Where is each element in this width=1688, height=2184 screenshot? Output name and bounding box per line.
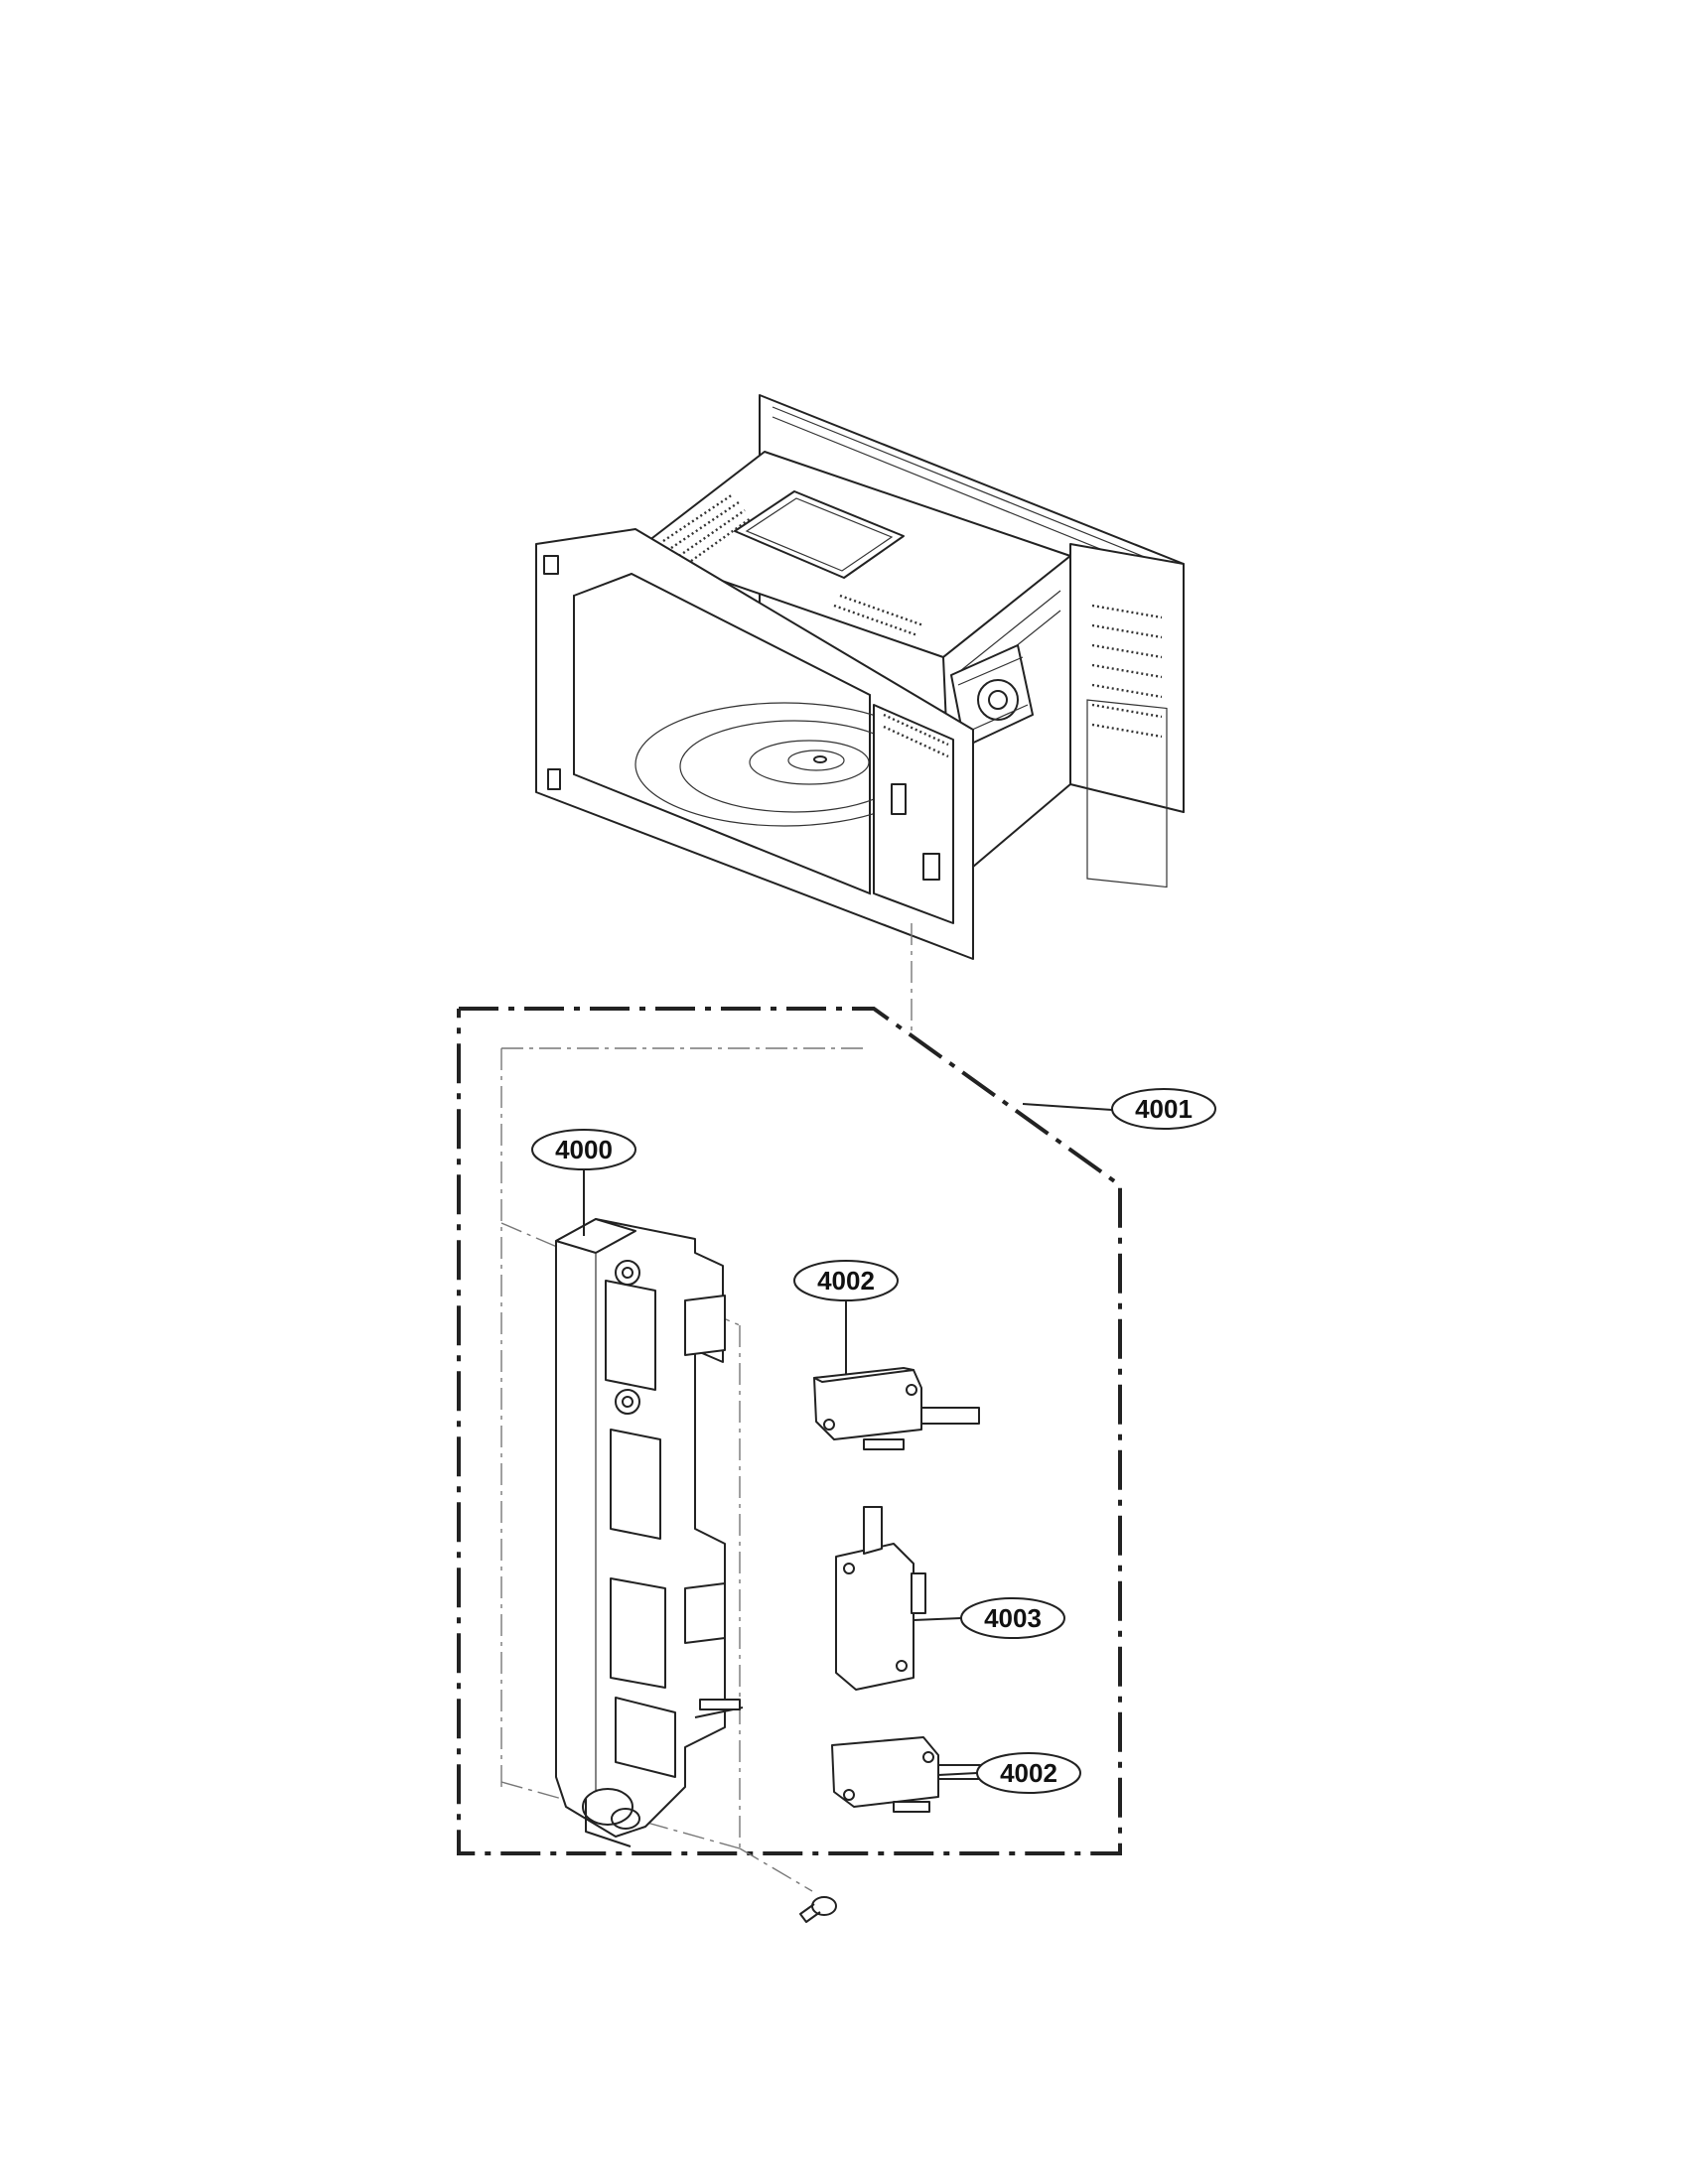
connector-line-screw [739,1847,813,1892]
svg-text:4002: 4002 [817,1266,875,1296]
callout-4001: 4001 [1111,1088,1216,1130]
oven-cavity-assembly [535,394,1185,960]
top-vent-mesh [662,493,752,565]
back-plate-vent-mesh [1091,604,1163,739]
switch-4002-bottom [831,1736,981,1813]
callout-4000: 4000 [531,1129,636,1170]
callout-4003: 4003 [960,1597,1065,1639]
switch-4003 [835,1506,926,1691]
assembly-boundary-4001 [457,1007,1122,1855]
svg-text:4001: 4001 [1135,1094,1193,1124]
callout-4002-bottom: 4002 [976,1752,1081,1794]
switch-4002-top [813,1367,980,1450]
top-center-panel [734,490,905,579]
svg-text:4002: 4002 [1000,1758,1057,1788]
latch-board-4000 [555,1218,744,1847]
screw [799,1896,837,1923]
svg-text:4000: 4000 [555,1135,613,1164]
svg-text:4003: 4003 [984,1603,1042,1633]
latch-bracket [873,704,954,924]
callout-4002-top: 4002 [793,1260,899,1301]
right-back-plate [1069,543,1185,813]
front-opening [573,572,871,895]
